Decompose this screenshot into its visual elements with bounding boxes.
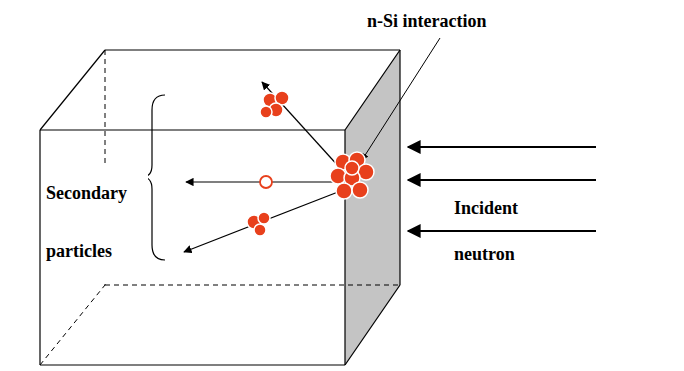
leader-line bbox=[362, 38, 440, 160]
secondary-arrows bbox=[184, 82, 340, 252]
heavy-fragment bbox=[260, 91, 289, 118]
neutron-arrows bbox=[408, 147, 596, 231]
silicon-nucleus bbox=[330, 152, 374, 199]
alpha-particle bbox=[247, 212, 270, 236]
block-edges bbox=[40, 50, 400, 365]
callout-label: n-Si interaction bbox=[365, 10, 489, 32]
light-particle bbox=[260, 176, 272, 188]
annotation-label: Incident neutron bbox=[452, 185, 581, 277]
hidden-edges bbox=[40, 50, 400, 365]
entry-face bbox=[345, 50, 400, 365]
annotation-label: Secondary particles bbox=[44, 164, 148, 280]
